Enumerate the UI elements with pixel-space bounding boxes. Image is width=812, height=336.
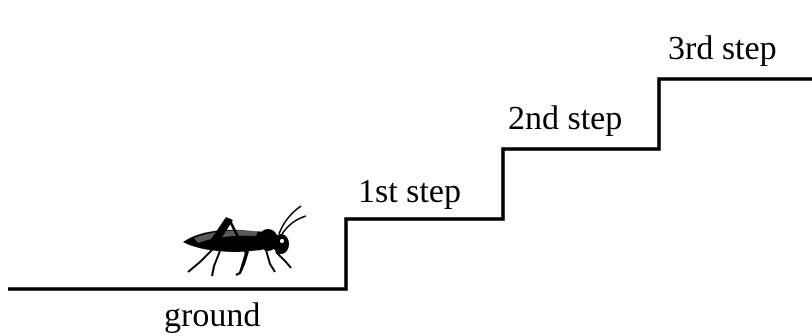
step-2-label: 2nd step — [508, 100, 622, 137]
ground-label: ground — [164, 297, 260, 334]
step-1-label: 1st step — [358, 173, 461, 210]
staircase-line — [8, 77, 812, 291]
step-3-label: 3rd step — [668, 30, 777, 67]
grasshopper-icon — [183, 205, 307, 277]
